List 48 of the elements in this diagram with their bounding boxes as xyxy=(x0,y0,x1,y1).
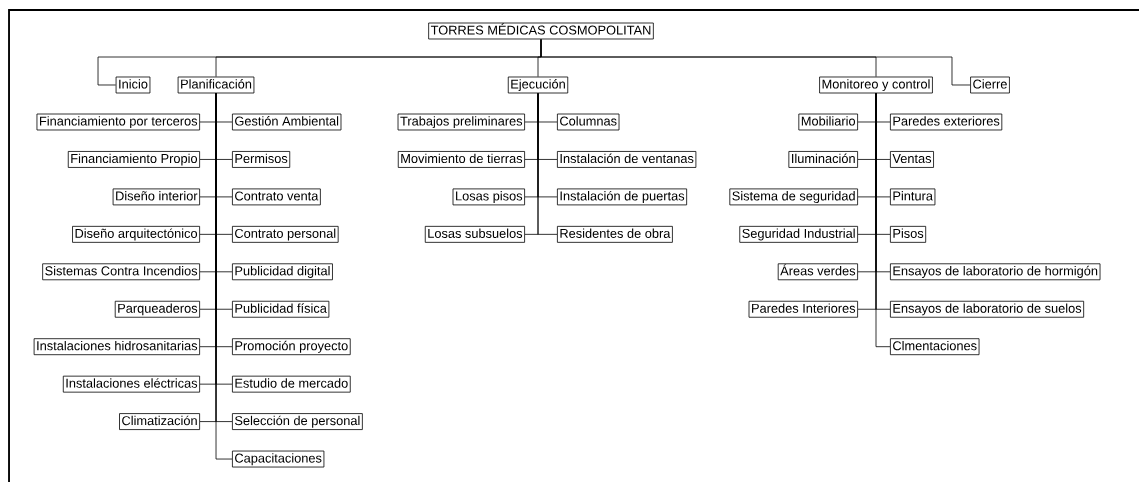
task-box: Parqueaderos xyxy=(114,300,200,318)
task-box: Instalación de puertas xyxy=(557,188,688,206)
title-box: TORRES MÉDICAS COSMOPOLITAN xyxy=(428,22,654,40)
task-box: Residentes de obra xyxy=(557,225,673,243)
phase-box: Planificación xyxy=(177,76,255,94)
phase-box: Cierre xyxy=(970,76,1010,94)
task-box: Losas subsuelos xyxy=(424,225,525,243)
task-box: Selección de personal xyxy=(232,413,363,430)
task-box: Movimiento de tierras xyxy=(397,151,525,168)
task-box: Sistemas Contra Incendios xyxy=(42,263,200,281)
task-box: Pisos xyxy=(890,225,927,243)
task-box: Sistema de seguridad xyxy=(729,188,858,206)
task-box: Pintura xyxy=(890,188,936,206)
task-box: Ensayos de laboratorio de suelos xyxy=(890,300,1085,318)
task-box: Gestión Ambiental xyxy=(232,113,342,131)
task-box: Trabajos preliminares xyxy=(397,113,525,131)
task-box: Ventas xyxy=(890,151,934,168)
task-box: Instalación de ventanas xyxy=(557,151,697,168)
task-box: Permisos xyxy=(232,151,291,168)
connector-line xyxy=(540,39,971,86)
task-box: Seguridad Industrial xyxy=(739,225,858,243)
task-box: Áreas verdes xyxy=(777,263,858,281)
task-box: Climatización xyxy=(119,413,200,430)
task-box: Instalaciones hidrosanitarias xyxy=(33,338,200,356)
task-box: Contrato personal xyxy=(232,225,339,243)
task-box: Diseño arquitectónico xyxy=(72,225,200,243)
task-box: Publicidad digital xyxy=(232,263,333,281)
task-box: Financiamiento Propio xyxy=(67,151,200,168)
phase-box: Inicio xyxy=(115,76,151,94)
task-box: Financiamiento por terceros xyxy=(36,113,200,131)
phase-box: Monitoreo y control xyxy=(819,76,933,94)
connector-line xyxy=(537,93,558,235)
phase-box: Ejecución xyxy=(507,76,569,94)
task-box: Contrato venta xyxy=(232,188,321,206)
task-box: Paredes exteriores xyxy=(890,113,1003,131)
task-box: Estudio de mercado xyxy=(232,375,351,393)
task-box: Capacitaciones xyxy=(232,450,325,468)
task-box: Instalaciones eléctricas xyxy=(62,375,200,393)
task-box: Iluminación xyxy=(788,151,858,168)
task-box: Losas pisos xyxy=(452,188,525,206)
task-box: Ensayos de laboratorio de hormigón xyxy=(890,263,1101,281)
task-box: Publicidad física xyxy=(232,300,330,318)
task-box: Clmentaciones xyxy=(890,338,980,356)
task-box: Columnas xyxy=(557,113,620,131)
task-box: Promoción proyecto xyxy=(232,338,351,356)
task-box: Mobiliario xyxy=(798,113,858,131)
task-box: Paredes Interiores xyxy=(748,300,858,318)
task-box: Diseño interior xyxy=(112,188,200,206)
